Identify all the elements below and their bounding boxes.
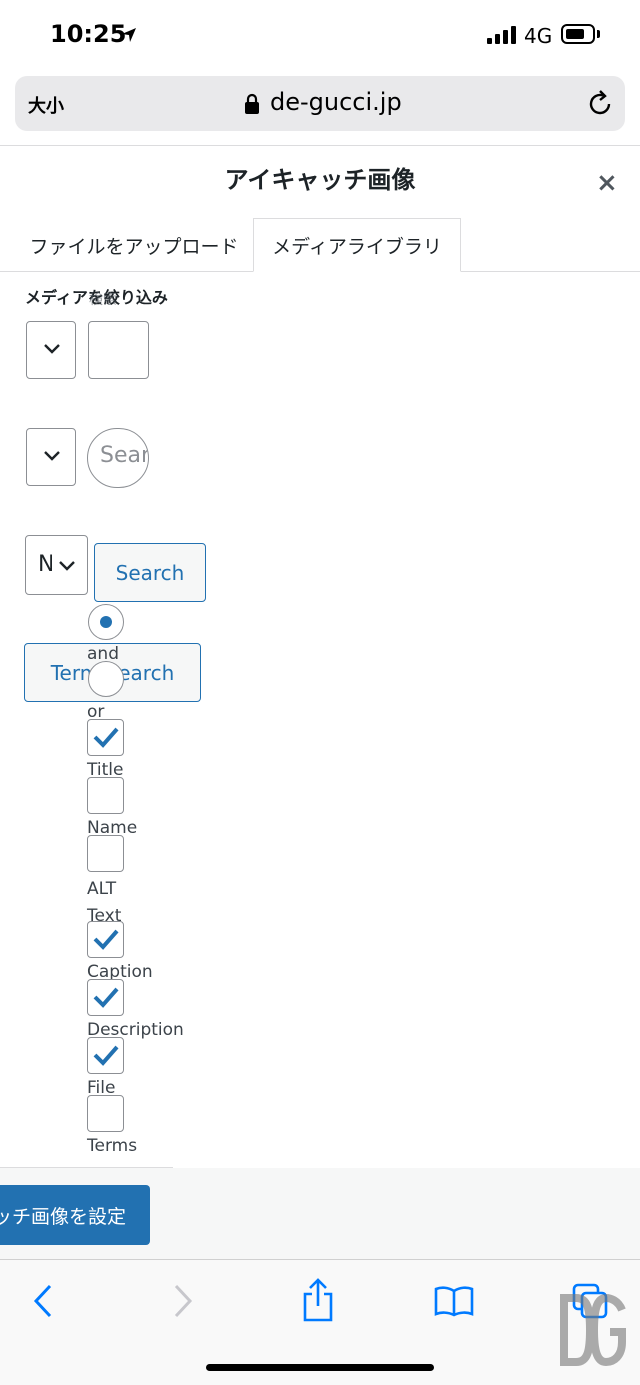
battery-icon [561,24,595,44]
filter-media-label: メディアを絞り込み [25,288,168,307]
checkbox-terms-label: Terms [87,1136,138,1156]
checkbox-caption[interactable] [87,921,124,958]
sidebar-divider [0,1167,173,1168]
search-label: 検索 [89,292,117,308]
checkbox-title-label: Title [87,760,124,780]
checkbox-description-label: Description [87,1020,184,1040]
tab-upload-files[interactable]: ファイルをアップロード [29,235,239,258]
radio-and-label: and [87,644,119,664]
set-featured-image-button[interactable]: アイキャッチ画像を設定 [0,1185,150,1245]
status-time: 10:25 [50,20,127,48]
checkmark-icon [93,727,119,748]
checkbox-caption-label: Caption [87,962,153,982]
radio-and[interactable] [88,604,124,640]
signal-icon [487,26,516,44]
modal-title: アイキャッチ画像 [224,166,416,194]
set-featured-image-label: アイキャッチ画像を設定 [0,1205,126,1228]
text-size-button[interactable]: 大小 [28,96,64,117]
radio-or[interactable] [88,661,124,697]
location-arrow-icon [122,28,136,42]
month-select[interactable]: N [25,535,88,595]
media-type-select[interactable] [26,321,76,379]
checkmark-icon [93,1045,119,1066]
checkbox-file-label: File [87,1078,116,1098]
share-icon[interactable] [300,1278,336,1322]
forward-icon[interactable] [168,1283,196,1319]
checkbox-description[interactable] [87,979,124,1016]
network-type: 4G [524,24,553,48]
month-select-value: N [38,552,52,577]
bookmarks-icon[interactable] [434,1285,474,1317]
divider [0,145,640,146]
reload-icon[interactable] [586,90,614,118]
chevron-down-icon [59,561,75,571]
search-box[interactable] [88,321,149,379]
checkbox-title[interactable] [87,719,124,756]
date-select[interactable] [26,428,76,486]
close-icon[interactable]: × [596,168,618,198]
url-domain[interactable]: de-gucci.jp [270,88,402,116]
search-button[interactable]: Search [94,543,206,602]
address-bar[interactable] [15,76,625,131]
checkmark-icon [93,987,119,1008]
battery-tip [597,30,600,38]
checkbox-name-label: Name [87,818,138,838]
chevron-down-icon [44,344,60,354]
search-input[interactable]: Search [87,428,149,488]
lock-icon [245,93,259,114]
checkbox-alt-text[interactable] [87,835,124,872]
tab-media-library[interactable]: メディアライブラリ [253,218,461,272]
back-icon[interactable] [30,1283,58,1319]
checkbox-file[interactable] [87,1037,124,1074]
radio-or-label: or [87,702,105,722]
checkbox-name[interactable] [87,777,124,814]
checkmark-icon [93,929,119,950]
home-indicator [206,1364,434,1371]
checkbox-terms[interactable] [87,1095,124,1132]
watermark-logo [560,1293,626,1367]
chevron-down-icon [44,451,60,461]
